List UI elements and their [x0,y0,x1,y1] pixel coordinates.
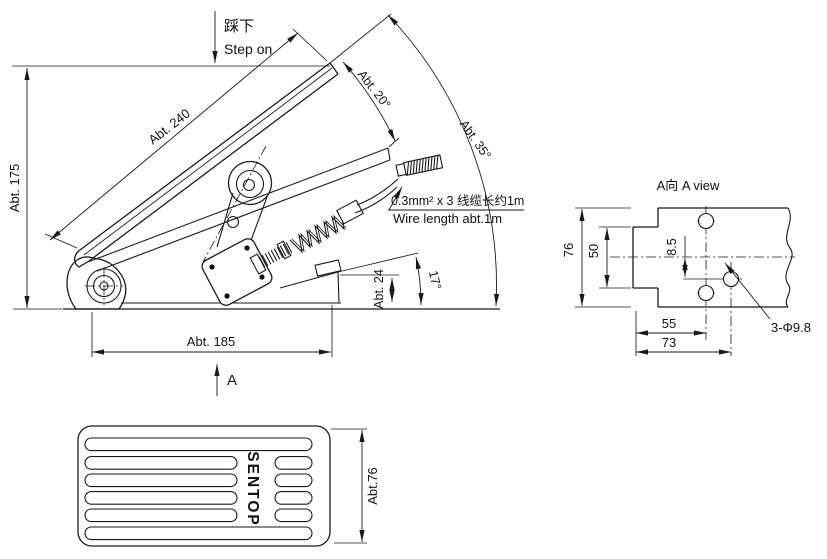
hinge [66,256,127,310]
angle-release-label: Abt. 35° [457,117,494,162]
wire-end [395,154,444,177]
bottom-view: SENTOP Abt.76 [77,425,380,547]
roller [227,160,273,206]
dim-hole-span2-label: 73 [662,335,676,350]
dim-inner-height-label: 50 [586,244,601,258]
screw [224,293,230,299]
dim-base-length: Abt. 185 [91,305,333,357]
hole-callout: 3-Φ9.8 [724,262,811,335]
screw [259,274,265,280]
dim-pedal-width: Abt.76 [331,428,380,544]
coil-spring [289,211,347,254]
dim-hole-offset: 8.5 [665,236,688,277]
dim-overall-height-label: Abt. 175 [7,164,22,212]
view-direction-a: A [214,364,237,396]
break-line [785,207,793,308]
angle-travel-label: Abt. 20° [355,68,394,112]
wire-callout: 0.3mm² x 3 线缆长约1m Wire length abt.1m [388,186,524,226]
angle-down-label: 17° [426,269,444,291]
press-label-cn: 踩下 [224,18,254,35]
hole-callout-label: 3-Φ9.8 [771,320,811,335]
dim-inner-height: 50 [586,226,631,289]
dim-outer-height-label: 76 [561,243,576,257]
dim-overall-height: Abt. 175 [7,68,62,310]
wire-spec-label: 0.3mm² x 3 线缆长约1m [391,193,524,208]
front-pad [314,259,342,277]
dim-hole-span1-label: 55 [662,316,676,331]
threaded-rod [258,242,293,268]
tread-ribs [84,437,313,541]
dim-hole-offset-label: 8.5 [665,238,679,255]
screw [209,264,215,270]
pedal-plate [73,62,339,268]
mounting-holes [697,212,740,302]
press-label-en: Step on [224,41,272,57]
screw [244,245,250,251]
section-arrow-label: A [227,372,237,389]
dim-hole-spans: 55 73 [635,311,731,356]
a-view-title: A向 A view [657,178,720,193]
side-view: 踩下 Step on [7,11,524,396]
cable-fitting [336,199,364,225]
brand-label: SENTOP [244,451,261,526]
a-view: A向 A view 76 [561,178,811,356]
mounting-bracket-profile [632,207,793,308]
dim-front-height-label: Abt. 24 [372,269,386,309]
dim-front-height: Abt. 24 [340,269,399,309]
dim-base-length-label: Abt. 185 [187,334,235,349]
dim-plate-length: Abt. 240 [44,28,328,249]
dim-outer-height: 76 [561,207,631,308]
wire-length-label: Wire length abt.1m [393,211,502,226]
dim-pedal-width-label: Abt.76 [365,467,380,505]
